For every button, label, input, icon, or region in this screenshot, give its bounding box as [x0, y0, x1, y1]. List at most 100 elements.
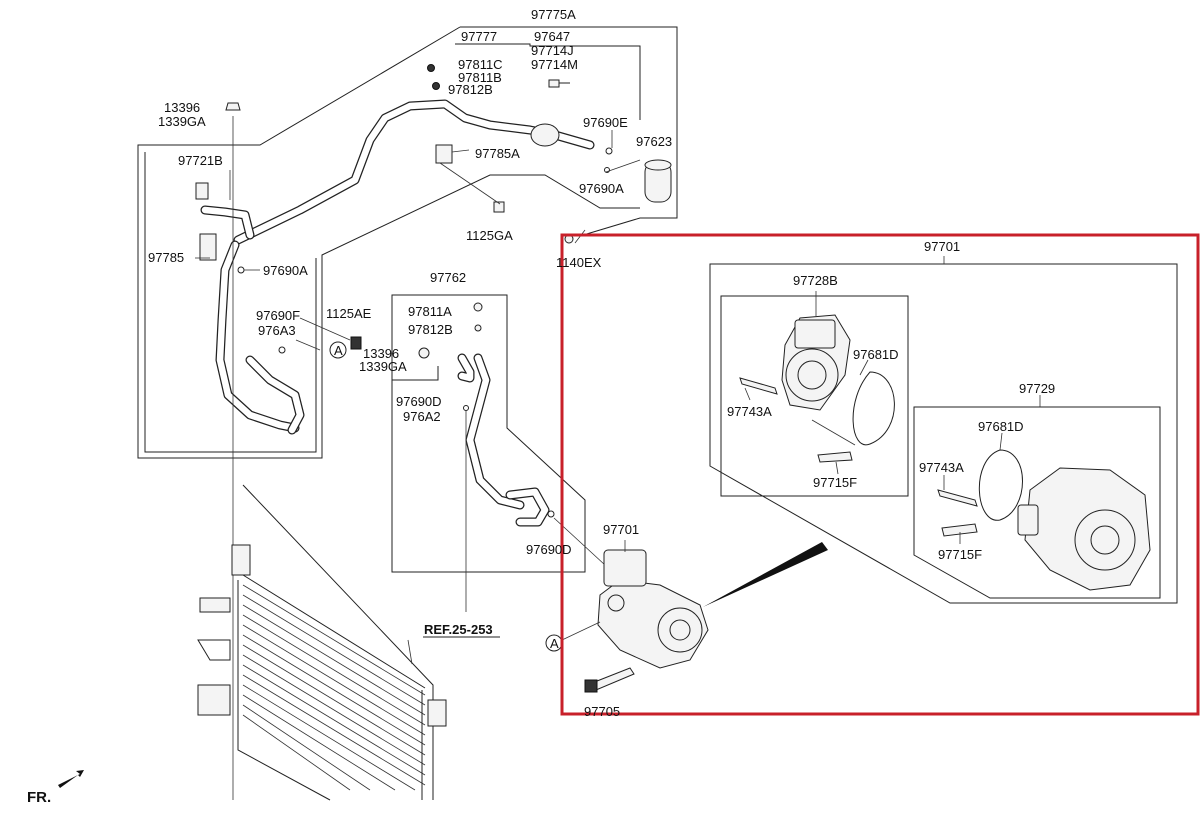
label-13396-top: 13396 — [164, 100, 200, 115]
bolt-97743A-a — [739, 377, 778, 395]
label-ref: REF.25-253 — [424, 622, 493, 637]
label-97701-compressor: 97701 — [603, 522, 639, 537]
label-97812B-mid: 97812B — [408, 322, 453, 337]
condenser-bracket-right — [427, 699, 447, 727]
label-97721B: 97721B — [178, 153, 223, 168]
label-97728B: 97728B — [793, 273, 838, 288]
condenser — [197, 484, 447, 801]
nut-97811C — [427, 64, 435, 72]
label-13396-mid: 13396 — [363, 346, 399, 361]
label-97777: 97777 — [461, 29, 497, 44]
label-97690E: 97690E — [583, 115, 628, 130]
clip-97721B — [195, 182, 209, 200]
label-97715F-a: 97715F — [813, 475, 857, 490]
label-97690A-right: 97690A — [579, 181, 624, 196]
callout-A-lower-letter: A — [550, 636, 559, 651]
nut-13396-mid — [418, 347, 430, 359]
bracket-97715F-b — [941, 523, 978, 537]
condenser-fitting — [231, 544, 251, 576]
bolt-97705 — [591, 667, 635, 691]
nut-97811A — [473, 302, 483, 312]
clutch-assembly — [781, 314, 851, 411]
leader-lines-upper — [195, 116, 641, 800]
group-outline-97762-inner — [392, 366, 439, 381]
label-97811C: 97811C — [458, 57, 503, 72]
highlight-box — [560, 233, 1200, 716]
o-ring-97690D-mid — [463, 405, 469, 411]
label-97715F-b: 97715F — [938, 547, 982, 562]
bracket-97785A — [435, 144, 453, 164]
label-97681D-a: 97681D — [853, 347, 899, 362]
label-97690A-left: 97690A — [263, 263, 308, 278]
label-97785: 97785 — [148, 250, 184, 265]
exploded-view-pointer — [703, 542, 828, 607]
label-97701-box: 97701 — [924, 239, 960, 254]
callout-A-upper — [329, 341, 347, 359]
front-arrow-icon — [58, 770, 84, 788]
leader-A-lower — [561, 621, 601, 641]
bracket-97785 — [199, 233, 217, 261]
label-97762: 97762 — [430, 270, 466, 285]
compressor-body — [1017, 467, 1151, 591]
bolt-97714M — [548, 79, 560, 88]
gasket-97681D-a — [852, 371, 895, 446]
bolt-97743A-b — [937, 489, 978, 507]
label-97690D-low: 97690D — [526, 542, 572, 557]
label-97690D-mid: 97690D — [396, 394, 442, 409]
label-97714J: 97714J — [531, 43, 574, 58]
label-97785A: 97785A — [475, 146, 520, 161]
label-97729: 97729 — [1019, 381, 1055, 396]
label-1339GA-mid: 1339GA — [359, 359, 407, 374]
condenser-bracket-lower — [197, 684, 231, 716]
label-97681D-b: 97681D — [978, 419, 1024, 434]
label-97811A: 97811A — [408, 304, 452, 319]
label-1339GA-top: 1339GA — [158, 114, 206, 129]
muffler — [530, 123, 560, 147]
label-97647: 97647 — [534, 29, 570, 44]
condenser-bracket-upper — [199, 597, 231, 613]
o-ring-97690A-right — [604, 167, 610, 173]
compressor — [597, 549, 709, 669]
group-outline-97701 — [709, 263, 1178, 604]
o-ring-97690A-left — [237, 266, 245, 274]
label-97714M: 97714M — [531, 57, 578, 72]
label-1140EX: 1140EX — [556, 255, 602, 270]
o-ring-97690E — [605, 147, 613, 155]
group-outline-97728B — [720, 295, 909, 497]
hose-97762 — [465, 353, 525, 510]
label-976A3: 976A3 — [258, 323, 296, 338]
label-1125AE: 1125AE — [326, 306, 372, 321]
label-97705: 97705 — [584, 704, 620, 719]
bolt-1125GA — [493, 201, 505, 213]
label-97690F: 97690F — [256, 308, 300, 323]
bolt-head-97705 — [584, 679, 598, 693]
label-front: FR. — [27, 789, 51, 806]
label-97811B: 97811B — [458, 70, 502, 85]
label-97812B-top: 97812B — [448, 82, 493, 97]
label-97743A-b: 97743A — [919, 460, 964, 475]
group-outline-97777 — [455, 43, 641, 120]
suction-hose — [233, 99, 595, 245]
group-outline-97729 — [913, 406, 1161, 599]
gasket-97681D-b — [978, 449, 1023, 521]
o-ring-97690D-low — [547, 510, 555, 518]
bolt-1125AE — [350, 336, 362, 350]
part-labels: 97775A 97777 97647 97714J 97714M 97811C … — [27, 7, 1055, 806]
leaders-97729 — [943, 256, 1041, 544]
leader-ref — [407, 639, 413, 665]
o-ring-976A3 — [278, 346, 286, 354]
assembly-outline-97775A — [137, 26, 678, 459]
group-outline-97762 — [391, 294, 586, 573]
label-97743A-a: 97743A — [727, 404, 772, 419]
label-97623: 97623 — [636, 134, 672, 149]
nut-97812B-mid — [474, 324, 482, 332]
group-outline-inner — [144, 152, 317, 453]
label-97775A: 97775A — [531, 7, 576, 22]
label-976A2: 976A2 — [403, 409, 441, 424]
nut-13396-top — [225, 102, 241, 111]
nut-97812B — [432, 82, 440, 90]
callout-A-upper-letter: A — [334, 343, 343, 358]
label-1125GA: 1125GA — [466, 228, 513, 243]
